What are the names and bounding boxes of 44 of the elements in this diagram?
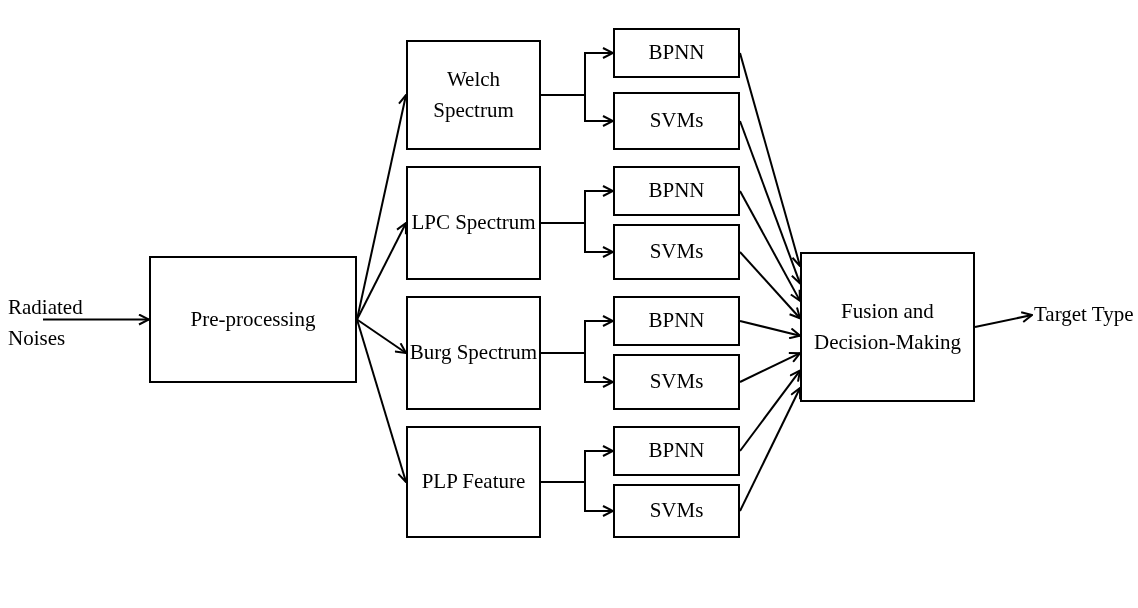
arrow xyxy=(739,369,801,452)
flow-label: Radiated Noises xyxy=(8,293,84,352)
process-box xyxy=(613,166,740,216)
process-box xyxy=(613,28,740,78)
arrow xyxy=(540,481,614,517)
arrow xyxy=(42,313,150,326)
process-box xyxy=(149,256,357,383)
process-box xyxy=(613,296,740,346)
process-box xyxy=(406,166,541,280)
arrow xyxy=(540,222,614,258)
process-box xyxy=(406,40,541,150)
box-label: Burg Spectrum xyxy=(409,339,538,367)
process-box xyxy=(406,426,541,538)
box-label: PLP Feature xyxy=(421,468,526,496)
box-label: Pre-processing xyxy=(190,305,316,333)
box-label: LPC Spectrum xyxy=(411,209,536,237)
box-label: SVMs xyxy=(649,368,704,396)
arrow xyxy=(356,318,407,354)
process-box xyxy=(613,484,740,538)
arrow xyxy=(739,320,801,340)
process-box xyxy=(800,252,975,402)
box-label: Fusion and Decision-Making xyxy=(813,297,962,356)
box-label: BPNN xyxy=(648,307,705,335)
box-label: SVMs xyxy=(649,497,704,525)
flow-label: Target Type xyxy=(1034,301,1134,329)
process-box xyxy=(613,354,740,410)
box-label: Welch Spectrum xyxy=(432,65,515,124)
arrow xyxy=(739,251,801,320)
process-box xyxy=(613,426,740,476)
box-label: SVMs xyxy=(649,107,704,135)
arrow xyxy=(356,222,407,321)
arrow xyxy=(739,351,801,383)
box-label: BPNN xyxy=(648,177,705,205)
box-label: BPNN xyxy=(648,39,705,67)
arrow xyxy=(540,352,614,388)
box-label: BPNN xyxy=(648,437,705,465)
arrow xyxy=(739,387,802,512)
process-box xyxy=(613,92,740,150)
box-label: SVMs xyxy=(649,238,704,266)
arrow xyxy=(540,94,614,127)
arrow xyxy=(974,311,1033,328)
process-box xyxy=(613,224,740,280)
process-box xyxy=(406,296,541,410)
arrow xyxy=(739,190,801,302)
